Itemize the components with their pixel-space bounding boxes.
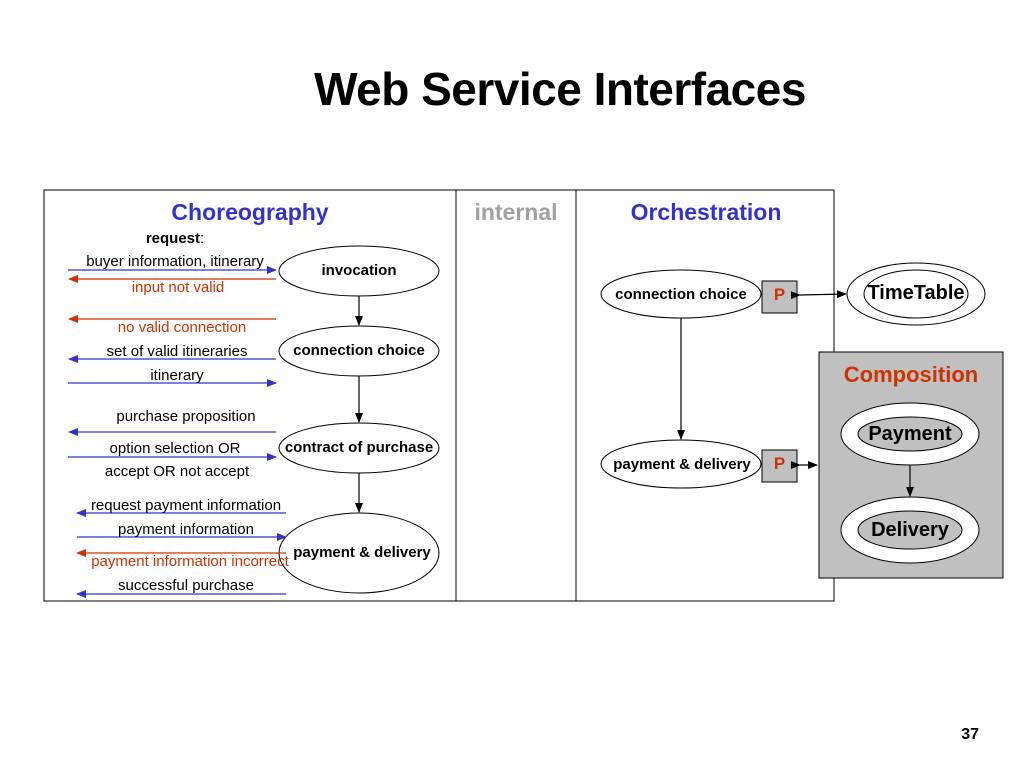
msg-payment-info-incorrect: payment information incorrect xyxy=(91,553,289,570)
contract-of-purchase-label: contract of purchase xyxy=(284,439,434,456)
msg-no-valid-connection: no valid connection xyxy=(117,319,247,336)
p-label-1: P xyxy=(773,285,786,304)
payment-label: Payment xyxy=(868,423,952,445)
delivery-inner xyxy=(857,510,963,550)
msg-purchase-proposition: purchase proposition xyxy=(116,408,256,425)
composition-title: Composition xyxy=(843,362,979,387)
invocation-label: invocation xyxy=(321,262,397,279)
msg-itinerary: itinerary xyxy=(150,367,204,384)
delivery-label: Delivery xyxy=(871,519,949,541)
timetable-label: TimeTable xyxy=(867,282,965,304)
orch-connection-choice-label: connection choice xyxy=(615,286,747,303)
msg-payment-info: payment information xyxy=(118,521,254,538)
msg-request-payment-info: request payment information xyxy=(90,497,282,514)
msg-input-not-valid: input not valid xyxy=(131,279,225,296)
msg-request-bold: request xyxy=(145,230,200,247)
link-p1-timetable xyxy=(790,290,847,300)
page-title: Web Service Interfaces xyxy=(314,63,806,115)
msg-request-colon: : xyxy=(200,230,205,247)
timetable-inner xyxy=(863,269,969,319)
orch-payment-delivery-label: payment & delivery xyxy=(613,456,751,473)
msg-successful-purchase: successful purchase xyxy=(118,577,254,594)
orch-payment-delivery-node xyxy=(600,439,762,489)
internal-header: internal xyxy=(474,199,558,225)
msg-set-of-itineraries: set of valid itineraries xyxy=(106,343,248,360)
orchestration-header: Orchestration xyxy=(630,199,782,225)
page-number: 37 xyxy=(961,726,979,743)
choreography-header: Choreography xyxy=(171,199,329,225)
p-label-2: P xyxy=(773,454,786,473)
payment-delivery-label: payment & delivery xyxy=(293,544,431,561)
payment-inner xyxy=(857,416,963,452)
msg-request: request: xyxy=(45,230,305,247)
msg-buyer-info: buyer information, itinerary xyxy=(86,253,264,270)
connection-choice-label: connection choice xyxy=(293,342,425,359)
main-frame xyxy=(43,189,835,602)
msg-option-selection: option selection OR xyxy=(109,440,241,457)
msg-accept: accept OR not accept xyxy=(104,463,250,480)
